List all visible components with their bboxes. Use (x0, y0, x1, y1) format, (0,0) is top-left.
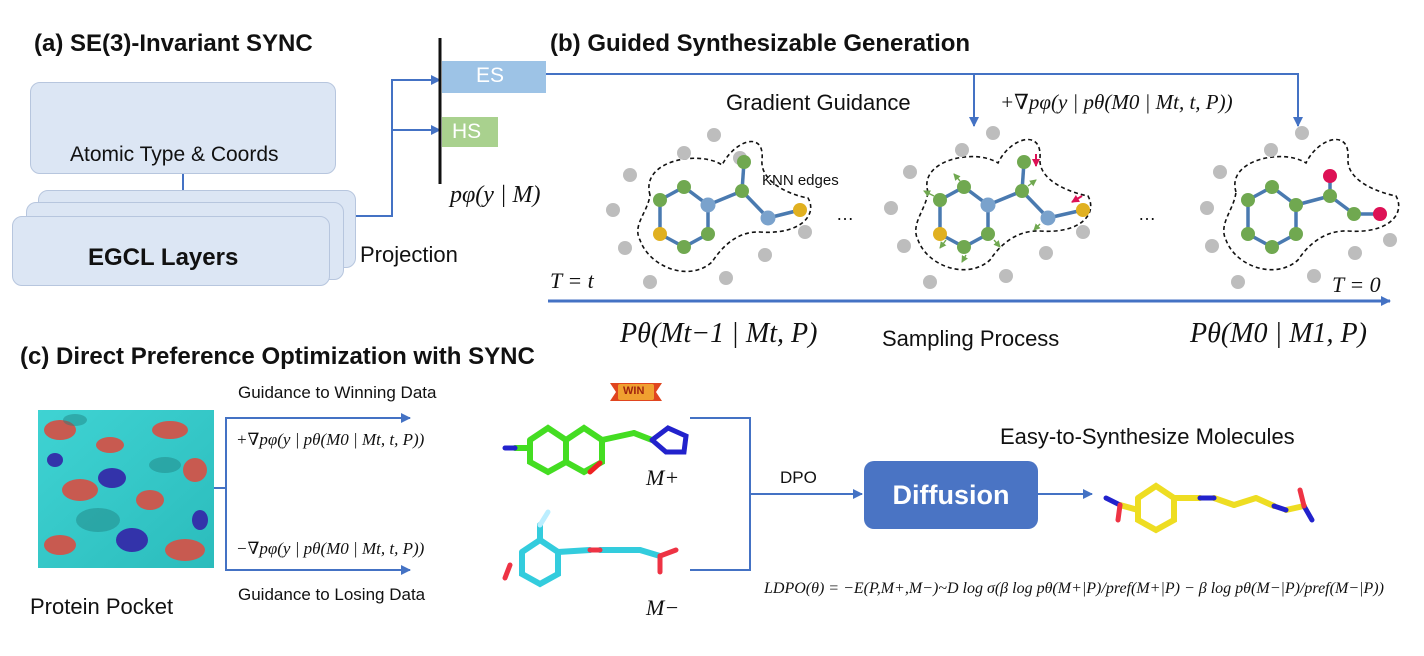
dpo-loss-formula: LDPO(θ) = −E(P,M+,M−)~D log σ(β log pθ(M… (764, 580, 1384, 597)
es-label: ES (476, 64, 505, 87)
ellipsis-2: … (1138, 204, 1156, 224)
egcl-layers-label: EGCL Layers (88, 244, 239, 271)
section-b-title: (b) Guided Synthesizable Generation (550, 30, 971, 57)
molecule-m-minus (502, 509, 679, 588)
atomic-input-card (30, 82, 336, 174)
protein-pocket-image (38, 410, 214, 568)
output-molecule (1103, 482, 1315, 534)
time-end-label: T = 0 (1332, 272, 1381, 297)
gradient-guidance-label: Gradient Guidance (726, 90, 911, 115)
molecule-state-final (1200, 126, 1400, 289)
es-guidance-arrow-right (546, 73, 1303, 127)
output-label: Easy-to-Synthesize Molecules (1000, 424, 1295, 449)
ellipsis-1: … (836, 204, 854, 224)
knn-edges-label: KNN edges (762, 172, 839, 189)
diffusion-box: Diffusion (864, 461, 1038, 529)
egcl-layer-front (12, 216, 330, 286)
molecule-state-guided (884, 126, 1092, 289)
lose-guidance-formula: −∇pφ(y | pθ(M0 | Mt, t, P)) (236, 539, 425, 558)
projection-to-es-arrow (354, 75, 441, 217)
win-guidance-arrow (214, 413, 411, 489)
sampling-process-label: Sampling Process (882, 326, 1060, 351)
time-start-label: T = t (550, 268, 594, 293)
m-plus-label: M+ (646, 465, 680, 490)
dpo-merge-bracket (690, 417, 751, 571)
atomic-input-label: Atomic Type & Coords (70, 143, 279, 166)
gradient-guidance-formula: +∇pφ(y | pθ(M0 | Mt, t, P)) (1000, 90, 1233, 114)
win-guidance-formula: +∇pφ(y | pθ(M0 | Mt, t, P)) (236, 430, 425, 449)
section-c-title: (c) Direct Preference Optimization with … (20, 343, 535, 370)
lose-guidance-arrow (225, 488, 411, 575)
win-badge (610, 383, 662, 401)
projection-label: Projection (360, 242, 458, 267)
transition-formula-left: Pθ(Mt−1 | Mt, P) (620, 318, 818, 349)
molecule-m-plus (502, 424, 689, 476)
transition-formula-right: Pθ(M0 | M1, P) (1190, 318, 1367, 349)
dpo-label: DPO (780, 468, 817, 487)
predictor-formula: pφ(y | M) (450, 182, 541, 208)
lose-guidance-label: Guidance to Losing Data (238, 585, 426, 604)
protein-pocket-label: Protein Pocket (30, 594, 174, 619)
win-guidance-label: Guidance to Winning Data (238, 383, 437, 402)
section-a-title: (a) SE(3)-Invariant SYNC (34, 30, 313, 57)
es-box (442, 61, 546, 93)
m-minus-label: M− (646, 595, 680, 620)
win-badge-text: WIN (623, 385, 645, 397)
hs-box (442, 117, 498, 147)
molecule-state-t (606, 128, 812, 289)
hs-label: HS (452, 120, 482, 143)
